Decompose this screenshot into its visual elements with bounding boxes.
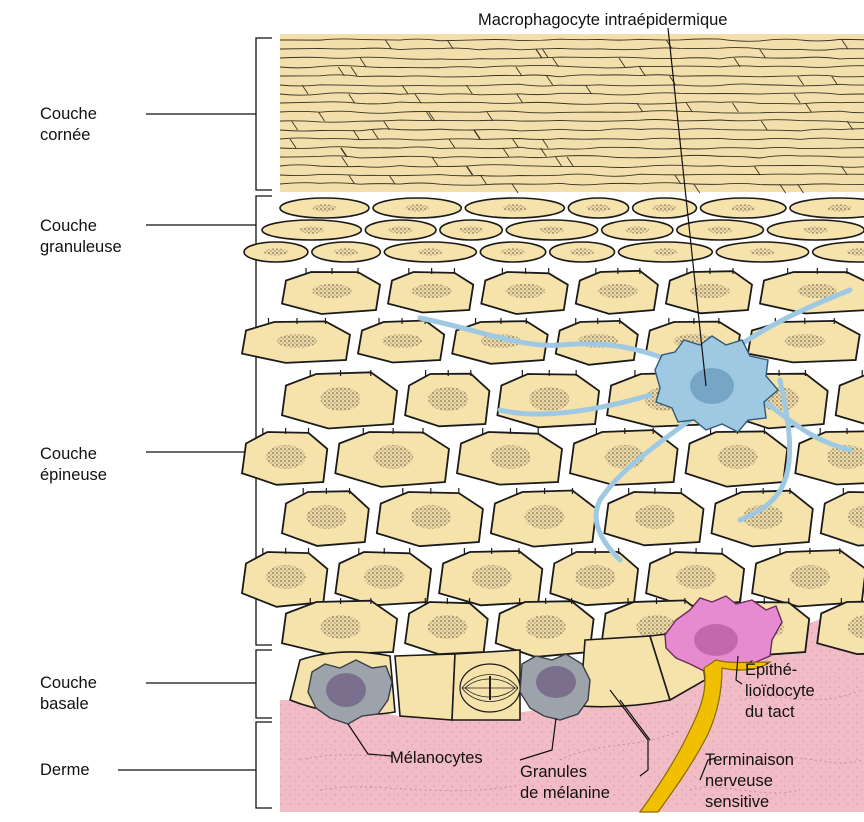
spinous-cell-nucleus: [526, 615, 566, 639]
granular-cell-nucleus: [625, 227, 649, 234]
spinous-cell-nucleus: [277, 334, 317, 348]
spinous-cell-nucleus: [635, 505, 675, 529]
granular-cell-nucleus: [827, 205, 851, 212]
granular-cell-nucleus: [540, 227, 564, 234]
granular-cell: [790, 198, 864, 218]
label-nerve-ending: Terminaison nerveuse sensitive: [705, 750, 794, 813]
melanocyte-left-nucleus: [326, 673, 366, 707]
spinous-cell-nucleus: [411, 505, 451, 529]
spinous-cell-nucleus: [382, 334, 422, 348]
spinous-cell-nucleus: [525, 505, 565, 529]
granular-cell-nucleus: [501, 249, 525, 256]
granular-cell-nucleus: [313, 205, 337, 212]
spinous-cell-nucleus: [321, 615, 361, 639]
spinous-cell-nucleus: [312, 284, 352, 298]
spinous-cell-nucleus: [490, 445, 530, 469]
granular-cell-nucleus: [264, 249, 288, 256]
layer-brackets: [256, 38, 272, 808]
granular-cell-nucleus: [334, 249, 358, 256]
label-corneum: Couche cornée: [40, 104, 97, 146]
granular-cell-nucleus: [300, 227, 324, 234]
spinous-cell-nucleus: [676, 565, 716, 589]
melanocyte-right-nucleus: [536, 666, 576, 698]
spinous-cell-nucleus: [717, 445, 757, 469]
spinous-cell-nucleus: [428, 387, 468, 411]
granular-cell-nucleus: [570, 249, 594, 256]
label-granulosum: Couche granuleuse: [40, 216, 122, 258]
spinous-cell-nucleus: [266, 565, 306, 589]
spinous-cell-nucleus: [266, 445, 306, 469]
spinous-cell-nucleus: [785, 334, 825, 348]
spinous-cell-nucleus: [321, 387, 361, 411]
spinous-cell-nucleus: [529, 387, 569, 411]
label-melanocytes: Mélanocytes: [390, 748, 483, 769]
granular-cell-nucleus: [653, 205, 677, 212]
spinous-cell-nucleus: [575, 565, 615, 589]
spinous-cell-nucleus: [472, 565, 512, 589]
spinous-cell-nucleus: [790, 565, 830, 589]
granular-cell-nucleus: [731, 205, 755, 212]
mitotic-cell: [460, 664, 520, 712]
spinous-cell-nucleus: [373, 445, 413, 469]
tactile-cell-nucleus: [694, 624, 738, 656]
spinous-cell-nucleus: [412, 284, 452, 298]
granular-cell-nucleus: [653, 249, 677, 256]
macrophage-nucleus: [690, 368, 734, 404]
spinous-cell-nucleus: [506, 284, 546, 298]
granular-cell-nucleus: [804, 227, 828, 234]
granular-cell-nucleus: [405, 205, 429, 212]
label-tactile-cell: Épithé- lioïdocyte du tact: [745, 660, 815, 723]
spinous-cell-nucleus: [306, 505, 346, 529]
layer-leader-lines: [118, 114, 256, 770]
label-spinosum: Couche épineuse: [40, 444, 107, 486]
label-dermis: Derme: [40, 760, 90, 781]
label-basale: Couche basale: [40, 673, 97, 715]
granular-cell-nucleus: [389, 227, 413, 234]
spinous-cell-nucleus: [598, 284, 638, 298]
granular-cell-nucleus: [587, 205, 611, 212]
label-melanin-granules: Granules de mélanine: [520, 762, 610, 804]
granular-cell-nucleus: [708, 227, 732, 234]
granular-cell-nucleus: [418, 249, 442, 256]
spinous-cell: [836, 374, 864, 428]
label-macrophage: Macrophagocyte intraépidermique: [478, 10, 727, 31]
granular-cell-nucleus: [503, 205, 527, 212]
spinous-cell-nucleus: [364, 565, 404, 589]
granular-cell-nucleus: [750, 249, 774, 256]
spinous-cell-nucleus: [427, 615, 467, 639]
stratum-granulosum: [244, 198, 864, 262]
granular-cell-nucleus: [459, 227, 483, 234]
